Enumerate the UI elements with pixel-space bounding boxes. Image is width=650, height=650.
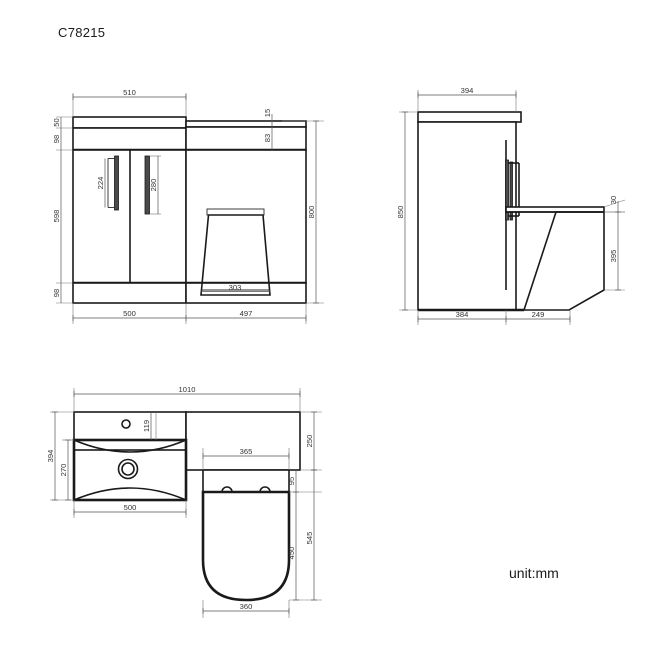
seat-hinge-left-icon — [221, 486, 233, 493]
dim-label: 384 — [456, 310, 469, 319]
dim-label: 450 — [287, 547, 296, 560]
basin-bowl-profile — [73, 439, 187, 501]
dim-label: 303 — [229, 283, 242, 292]
dim-side-total-height: 850 — [396, 111, 418, 311]
dim-label: 545 — [305, 532, 314, 545]
page-title: C78215 — [58, 25, 106, 40]
dim-label: 224 — [96, 177, 105, 190]
dim-label: 395 — [609, 250, 618, 263]
dim-front-top-width: 510 — [72, 88, 187, 117]
dim-side-seat-height: 395 — [604, 211, 625, 291]
dim-plan-overall-width: 1010 — [73, 385, 301, 412]
toilet-front-silhouette — [200, 208, 271, 296]
unit-note: unit:mm — [509, 565, 559, 581]
front-elevation-view: 510 50 98 598 98 224 — [52, 88, 324, 324]
dim-plan-basin-width: 500 — [73, 500, 187, 518]
toilet-side-profile — [522, 211, 605, 311]
dim-label: 98 — [52, 289, 61, 297]
drain-waste-icon — [117, 458, 139, 480]
dim-label: 250 — [305, 435, 314, 448]
dim-label: 280 — [149, 179, 158, 192]
dim-label: 394 — [461, 86, 474, 95]
dim-label: 598 — [52, 210, 61, 223]
dim-label: 119 — [142, 420, 151, 432]
tap-hole-icon — [121, 419, 131, 429]
dim-plan-left-chain: 394 270 — [46, 411, 74, 501]
side-elevation-view: 394 850 384 249 — [396, 86, 626, 325]
dim-front-toilet-base: 303 — [201, 283, 270, 292]
dim-label: 249 — [532, 310, 545, 319]
dim-front-left-chain: 50 98 598 98 — [52, 116, 73, 304]
dim-label: 500 — [123, 309, 136, 318]
dim-label: 360 — [240, 602, 253, 611]
seat-hinge-right-icon — [259, 486, 271, 493]
dim-plan-right-chain: 250 95 450 545 — [287, 411, 322, 601]
door-handle-left-icon — [107, 155, 119, 211]
dim-front-total-height: 800 — [306, 120, 324, 304]
dim-label: 15 — [263, 109, 272, 117]
dim-label: 50 — [52, 118, 61, 126]
dim-label: 30 — [609, 196, 618, 204]
dim-label: 270 — [59, 464, 68, 477]
dim-label: 1010 — [179, 385, 196, 394]
dim-label: 500 — [124, 503, 137, 512]
dim-label: 98 — [52, 135, 61, 143]
dim-label: 95 — [287, 477, 296, 485]
dim-front-handle-left: 224 — [96, 158, 106, 208]
dim-side-seat-thickness: 30 — [603, 196, 626, 213]
dim-label: 510 — [123, 88, 136, 97]
dim-plan-tap-offset: 119 — [142, 412, 157, 440]
dim-label: 83 — [263, 134, 272, 142]
dim-label: 365 — [240, 447, 253, 456]
dim-front-handle-right: 280 — [149, 155, 161, 215]
dim-front-right-small: 15 83 — [263, 109, 306, 150]
dim-side-bottom-chain: 384 249 — [417, 310, 571, 325]
dim-side-top-depth: 394 — [417, 86, 517, 112]
dim-label: 394 — [46, 450, 55, 463]
dim-plan-cistern-width: 365 — [202, 447, 290, 470]
dim-label: 800 — [307, 206, 316, 219]
dim-label: 850 — [396, 206, 405, 219]
dim-plan-bowl-width: 360 — [202, 600, 290, 618]
plan-view: 1010 394 270 119 — [46, 385, 322, 618]
door-handle-right-icon — [144, 155, 150, 215]
toilet-seat-plan — [201, 490, 291, 602]
dim-label: 497 — [240, 309, 253, 318]
dim-front-bottom-chain: 500 497 — [72, 303, 307, 324]
